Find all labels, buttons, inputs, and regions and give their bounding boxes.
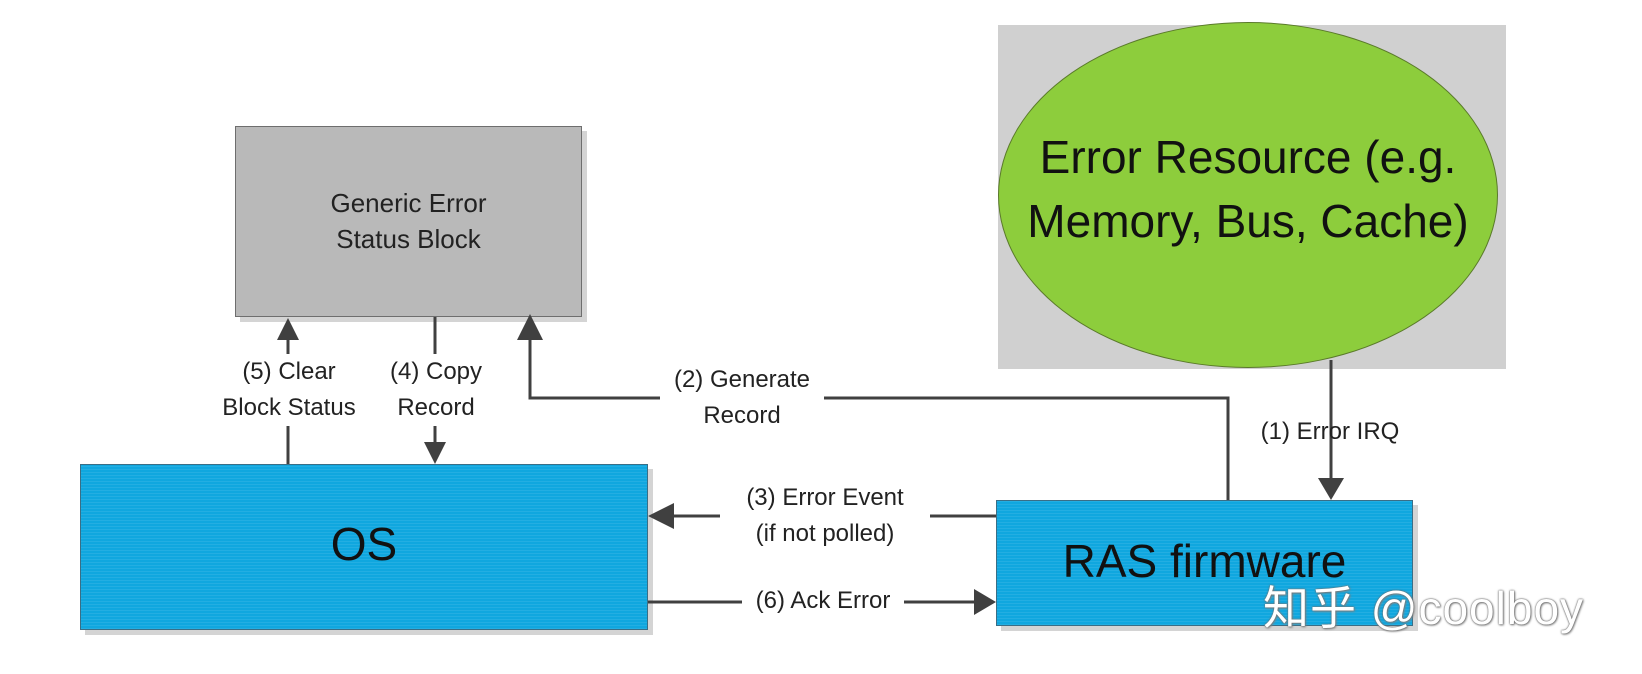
arrowhead-clear-block-status [277, 318, 299, 340]
error-resource-ellipse [998, 22, 1498, 368]
label-copy-record: (4) Copy Record [378, 354, 494, 426]
arrowhead-copy-record [424, 442, 446, 464]
generic-error-status-block: Generic Error Status Block [235, 126, 582, 317]
arrow-generate-record [528, 330, 1230, 500]
ras-firmware-block: RAS firmware [996, 500, 1413, 626]
generic-error-status-block-label: Generic Error Status Block [330, 188, 487, 254]
arrowhead-error-irq [1318, 478, 1344, 500]
error-resource-label: Error Resource (e.g. Memory, Bus, Cache) [1027, 131, 1469, 247]
label-error-irq: (1) Error IRQ [1260, 418, 1400, 445]
arrowhead-error-event [648, 503, 674, 529]
ras-firmware-label: RAS firmware [1062, 535, 1347, 587]
label-ack-error: (6) Ack Error [742, 584, 904, 618]
label-error-event: (3) Error Event (if not polled) [720, 480, 930, 552]
label-generate-record: (2) Generate Record [660, 362, 824, 434]
zhihu-watermark: 知乎 @coolboy [1263, 582, 1585, 634]
arrowhead-ack-error [974, 589, 996, 615]
os-label: OS [330, 518, 398, 570]
label-clear-block-status: (5) Clear Block Status [208, 354, 370, 426]
arrowhead-generate-record [517, 314, 543, 340]
os-block: OS [80, 464, 648, 630]
